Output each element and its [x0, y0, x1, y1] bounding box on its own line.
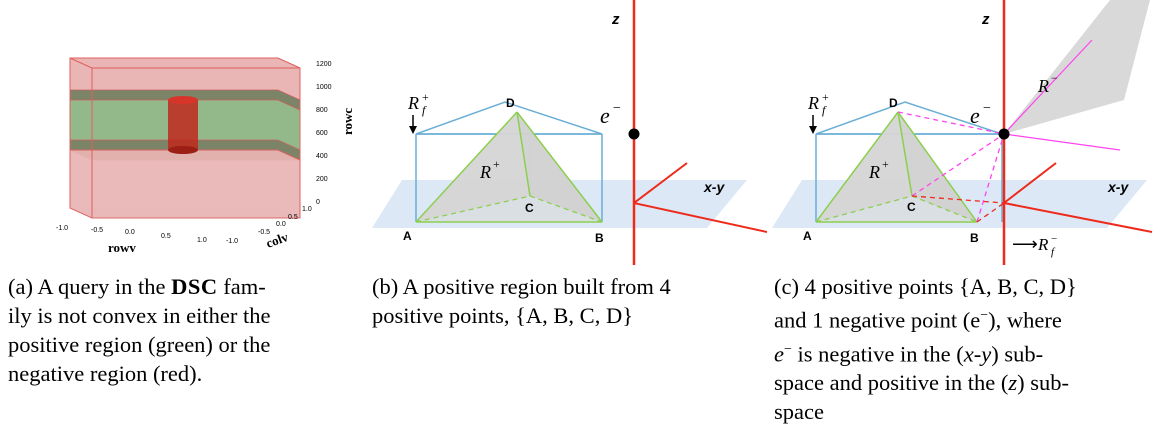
- figure-panel-c: z e − x-y R − R + f R + A B C D ⟶ R − f …: [772, 0, 1167, 433]
- rf-neg-label: R: [1037, 235, 1049, 254]
- point-d: D: [889, 96, 898, 110]
- xy-label: x-y: [703, 179, 725, 195]
- point-b: B: [970, 231, 979, 245]
- rowv-tick: -1.0: [56, 225, 68, 232]
- dsc-3d-plot: 1200 1000 800 600 400 200 0 rowc -1.0 -0…: [56, 57, 355, 255]
- caption-c: (c) 4 positive points {A, B, C, D} and 1…: [774, 274, 1077, 424]
- e-label: e: [600, 103, 610, 128]
- pyramid-face-front: [416, 112, 602, 222]
- positive-region-diagram: z e − x-y R + f R + A B C D: [372, 0, 767, 265]
- rowc-tick: 400: [316, 153, 328, 160]
- rowv-tick: 1.0: [197, 237, 207, 244]
- rowc-tick: 600: [316, 130, 328, 137]
- z-label: z: [611, 11, 620, 28]
- e-sup: −: [613, 101, 621, 116]
- r-plus-label: R: [868, 162, 880, 182]
- r-plus-sup: +: [882, 157, 889, 171]
- negative-point: [998, 128, 1010, 140]
- rowv-tick: 0.0: [125, 229, 135, 236]
- rowc-tick: 0: [316, 199, 320, 206]
- negative-point: [628, 128, 640, 140]
- projection-rays: [897, 111, 1005, 223]
- rf-sup: +: [422, 90, 429, 104]
- rf-sub: f: [822, 103, 827, 117]
- colv-tick: -1.0: [226, 238, 238, 245]
- r-minus-sup: −: [1051, 71, 1058, 85]
- colv-tick: 0.5: [288, 214, 298, 221]
- rowc-tick: 1000: [316, 84, 332, 91]
- caption-b: (b) A positive region built from 4 posit…: [372, 274, 671, 328]
- axis-rowv-label: rowv: [108, 240, 136, 255]
- rf-neg-sup: −: [1051, 233, 1057, 245]
- e-sup: −: [983, 101, 991, 116]
- point-b: B: [595, 231, 604, 245]
- rowc-tick: 1200: [316, 61, 332, 68]
- point-c: C: [907, 200, 916, 214]
- axis-rowc-label: rowc: [340, 108, 355, 135]
- z-label: z: [981, 11, 990, 28]
- rowc-tick: 800: [316, 107, 328, 114]
- negative-region-bottom: [69, 149, 301, 219]
- axis-colv-label: colv: [264, 229, 291, 251]
- r-minus-label: R: [1037, 76, 1049, 96]
- negative-cone: [1004, 0, 1150, 134]
- point-a: A: [403, 229, 412, 243]
- colv-tick: 1.0: [302, 206, 312, 213]
- r-plus-label: R: [479, 162, 491, 182]
- rowc-tick-labels: 1200 1000 800 600 400 200 0: [316, 61, 332, 206]
- colv-tick: -0.5: [258, 229, 270, 236]
- xy-label: x-y: [1107, 179, 1129, 195]
- cylinder-bottom: [168, 146, 198, 154]
- rf-sub: f: [422, 103, 427, 117]
- colv-tick: 0.0: [276, 221, 286, 228]
- colv-tick-labels: -1.0 -0.5 0.0 0.5 1.0: [226, 206, 312, 245]
- rowv-tick: -0.5: [91, 227, 103, 234]
- rowc-tick: 200: [316, 176, 328, 183]
- figure-panel-b: z e − x-y R + f R + A B C D (b) A positi…: [372, 0, 767, 433]
- figure-panel-a: 1200 1000 800 600 400 200 0 rowc -1.0 -0…: [0, 0, 375, 433]
- r-plus-sup: +: [493, 157, 500, 171]
- e-label: e: [970, 103, 980, 128]
- cylinder-top: [168, 96, 198, 104]
- point-c: C: [525, 201, 534, 215]
- rowv-tick-labels: -1.0 -0.5 0.0 0.5 1.0: [56, 225, 207, 244]
- rf-neg-sub: f: [1051, 246, 1056, 258]
- rf-label: R: [807, 93, 819, 113]
- rf-label: R: [407, 93, 419, 113]
- negative-region-diagram: z e − x-y R − R + f R + A B C D ⟶ R − f: [772, 0, 1153, 265]
- point-a: A: [803, 229, 812, 243]
- rowv-tick: 0.5: [161, 233, 171, 240]
- point-d: D: [506, 96, 515, 110]
- arrow-right: ⟶: [1012, 234, 1038, 254]
- caption-a: (a) A query in the DSC fam- ily is not c…: [8, 274, 271, 386]
- rf-sup: +: [822, 90, 829, 104]
- cylinder-body: [168, 100, 198, 150]
